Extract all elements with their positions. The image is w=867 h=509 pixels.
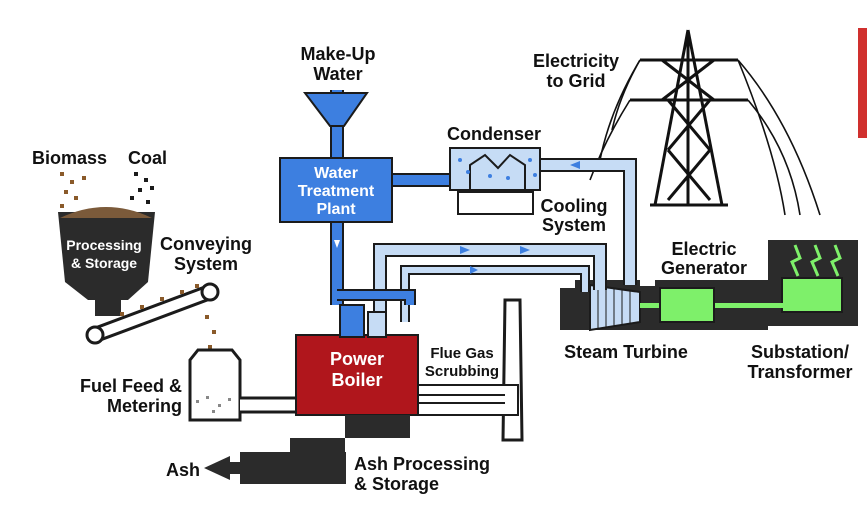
label-make-up-water-line2: Water xyxy=(313,64,362,84)
transformer-bolts xyxy=(790,244,842,277)
label-electric-generator-line2: Generator xyxy=(661,258,747,278)
accent-bar xyxy=(858,28,867,138)
label-flue-gas-line1: Flue Gas xyxy=(430,345,493,362)
label-cooling-line1: Cooling xyxy=(541,196,608,216)
label-steam-turbine: Steam Turbine xyxy=(564,342,688,362)
fuel-feed-metering-bin xyxy=(188,348,242,422)
label-ash-processing-line1: Ash Processing xyxy=(354,454,490,474)
label-water-treatment-line2: Treatment xyxy=(298,183,375,200)
label-power-boiler-line1: Power xyxy=(330,349,384,369)
label-processing-line1: Processing xyxy=(66,237,141,253)
label-substation-line2: Transformer xyxy=(747,362,852,382)
electric-generator xyxy=(659,287,715,323)
make-up-water-funnel xyxy=(302,92,369,127)
coal-particles xyxy=(130,172,154,204)
fuel-feed-auger xyxy=(240,396,300,414)
biomass-particles xyxy=(60,172,86,208)
conveyed-fuel xyxy=(120,284,216,349)
conveying-system xyxy=(85,282,220,345)
label-ash-processing-line2: & Storage xyxy=(354,474,439,494)
label-ash: Ash xyxy=(166,460,200,480)
label-flue-gas-line2: Scrubbing xyxy=(425,363,499,380)
label-conveying-line1: Conveying xyxy=(160,234,252,254)
ash-outlet-stem xyxy=(228,462,242,474)
steam-flow-arrows xyxy=(460,161,580,274)
power-boiler xyxy=(295,334,419,416)
label-electricity-line2: to Grid xyxy=(547,71,606,91)
flue-gas-scrubber xyxy=(417,384,519,416)
label-make-up-water-line1: Make-Up xyxy=(300,44,375,64)
label-power-boiler-line2: Boiler xyxy=(331,370,382,390)
condenser-coil xyxy=(469,153,526,190)
label-water-treatment-line3: Plant xyxy=(316,201,356,218)
label-fuel-feed-line1: Fuel Feed & xyxy=(80,376,182,396)
label-cooling-line2: System xyxy=(542,215,606,235)
label-water-treatment-line1: Water xyxy=(314,165,358,182)
label-fuel-feed-line2: Metering xyxy=(107,396,182,416)
water-treatment-plant xyxy=(279,157,393,223)
condensate-drops xyxy=(458,158,537,180)
condenser xyxy=(449,147,541,191)
label-condenser: Condenser xyxy=(447,124,541,144)
transformer-box xyxy=(781,277,843,313)
transformer-coils xyxy=(789,221,847,233)
turbine-blades xyxy=(597,287,631,328)
fuel-feed-contents xyxy=(196,396,231,413)
label-substation-line1: Substation/ xyxy=(751,342,849,362)
flue-gas-ducts xyxy=(418,394,505,404)
boiler-water-inlet xyxy=(339,304,365,338)
boiler-steam-outlet xyxy=(367,311,387,338)
label-electric-generator-line1: Electric xyxy=(671,239,736,259)
label-biomass: Biomass xyxy=(32,148,107,168)
label-conveying-line2: System xyxy=(174,254,238,274)
ash-processing-unit xyxy=(240,452,346,484)
label-coal: Coal xyxy=(128,148,167,168)
label-processing-line2: & Storage xyxy=(71,255,137,271)
label-electricity-line1: Electricity xyxy=(533,51,619,71)
transmission-tower xyxy=(630,29,748,207)
steam-turbine-rotor xyxy=(589,283,641,332)
processing-storage-hopper xyxy=(58,212,155,300)
ash-outlet-arrow xyxy=(204,456,230,480)
cooling-basin xyxy=(457,191,534,215)
hopper-outlet xyxy=(95,300,121,316)
fuel-pile xyxy=(60,207,152,218)
flue-gas-stack xyxy=(501,298,524,442)
